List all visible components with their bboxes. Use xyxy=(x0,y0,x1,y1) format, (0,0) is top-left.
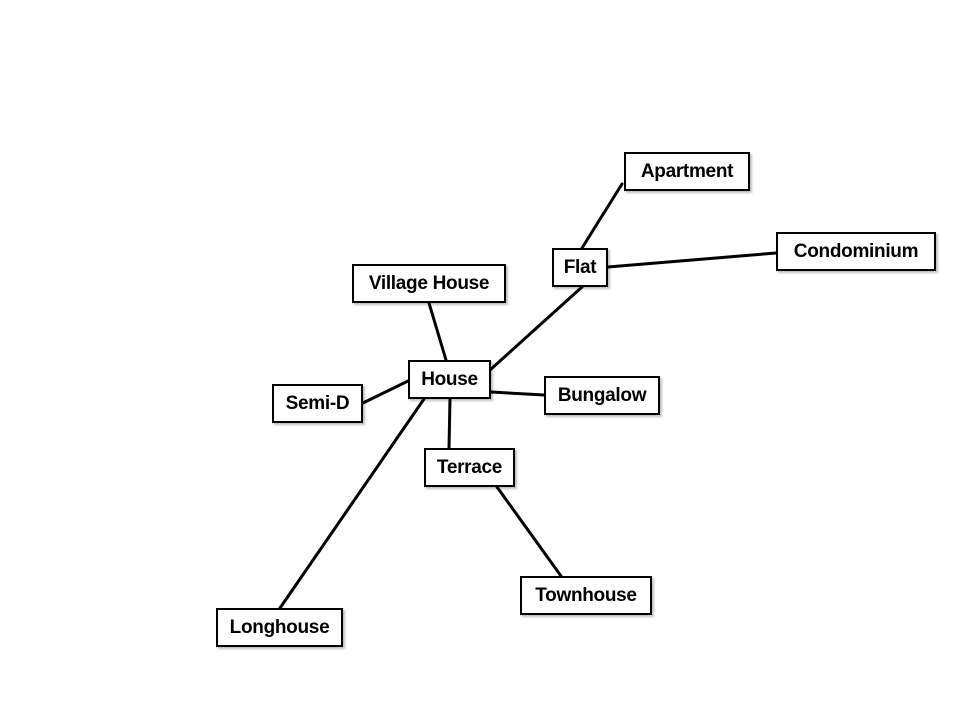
node-house: House xyxy=(408,360,491,399)
edge-house-terrace xyxy=(447,397,452,450)
node-flat: Flat xyxy=(552,248,608,287)
node-village-house: Village House xyxy=(352,264,506,303)
node-semi-d: Semi-D xyxy=(272,384,363,423)
node-townhouse: Townhouse xyxy=(520,576,652,615)
edge-house-bungalow xyxy=(489,390,546,397)
edge-flat-apartment xyxy=(580,182,624,250)
edge-terrace-townhouse xyxy=(495,485,563,578)
edge-house-village-house xyxy=(427,301,448,362)
node-terrace: Terrace xyxy=(424,448,515,487)
edge-house-flat xyxy=(488,285,584,372)
node-condominium: Condominium xyxy=(776,232,936,271)
edge-house-longhouse xyxy=(278,397,426,610)
node-longhouse: Longhouse xyxy=(216,608,343,647)
edge-house-semi-d xyxy=(361,379,410,405)
node-apartment: Apartment xyxy=(624,152,750,191)
edge-flat-condominium xyxy=(606,251,778,269)
node-bungalow: Bungalow xyxy=(544,376,660,415)
